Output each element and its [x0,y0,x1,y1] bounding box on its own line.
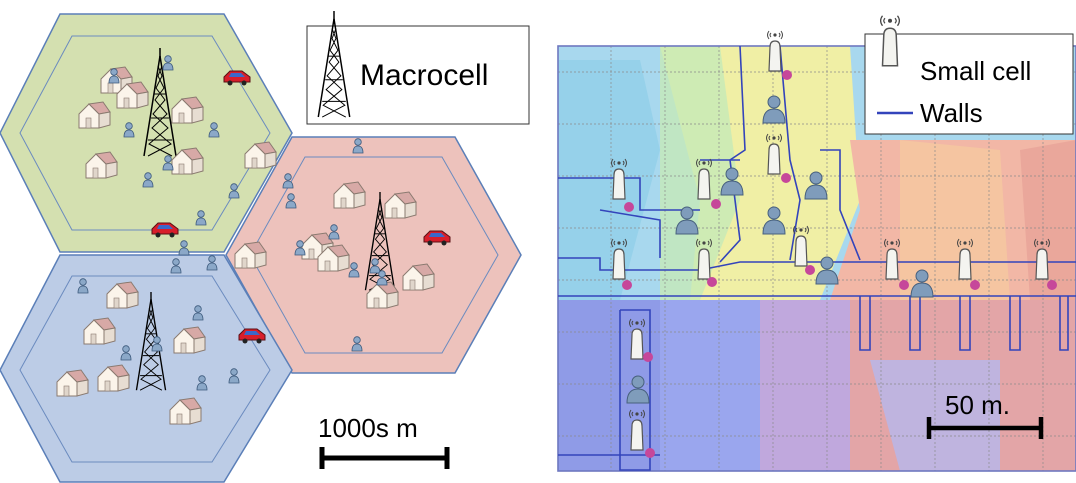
small-cell-panel: Small cell Walls 50 m. [557,14,1076,472]
macrocell-hex-green [0,13,293,253]
macro-scale-bar: 1000s m [318,413,450,469]
small-scale-bar: 50 m. [926,390,1044,439]
small-cell-legend-label: Small cell [920,56,1031,86]
macrocell-hex-blue [0,254,293,483]
small-cell-antenna-icon [879,14,901,67]
walls-legend-label: Walls [920,98,983,128]
coverage-heatmap [558,46,1076,471]
small-cell-antenna-icon [766,30,784,72]
macrocell-legend: Macrocell [306,11,530,125]
association-dots [622,70,1057,458]
small-scale-label: 50 m. [945,390,1010,420]
macrocell-panel: Macrocell 1000s m [0,11,530,483]
macrocell-legend-label: Macrocell [360,59,488,92]
macrocell-hex-red [225,136,522,374]
macro-scale-label: 1000s m [318,413,418,443]
small-cell-legend: Small cell Walls [864,14,1074,135]
